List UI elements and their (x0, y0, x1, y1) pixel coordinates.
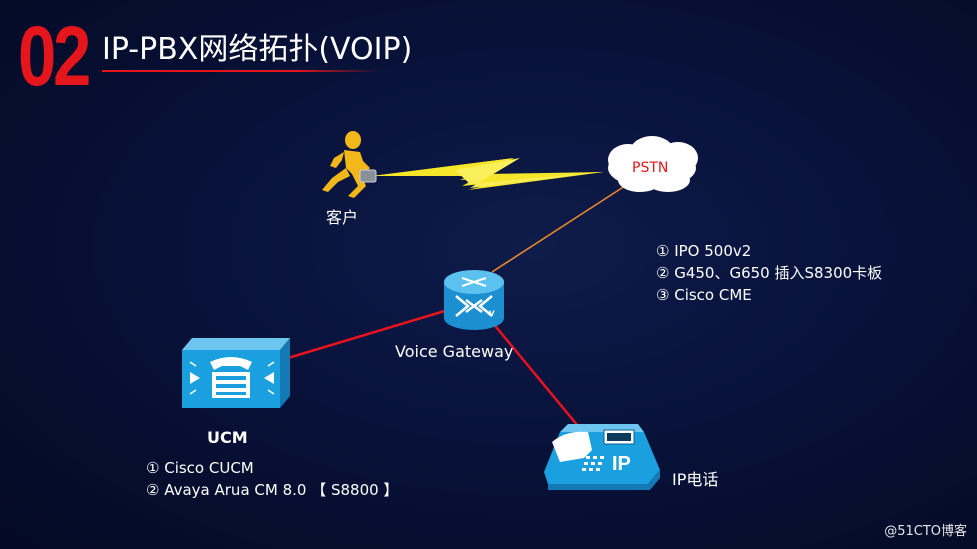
pstn-cloud-icon (608, 136, 698, 192)
voice-gateway-label: Voice Gateway (395, 342, 514, 361)
pstn-option-item: ③ Cisco CME (656, 286, 752, 304)
ucm-options-list: ① Cisco CUCM ② Avaya Arua CM 8.0 【 S8800… (146, 457, 398, 501)
ip-phone-icon: IP (544, 424, 660, 490)
link-gateway-ucm (287, 308, 449, 360)
pstn-option-item: ① IPO 500v2 (656, 242, 752, 260)
ucm-server-icon (182, 338, 290, 408)
svg-text:IP: IP (612, 453, 631, 475)
slide-title: IP-PBX网络拓扑(VOIP) (102, 32, 413, 67)
link-gateway-ipphone (491, 321, 579, 427)
pstn-option-item: ② G450、G650 插入S8300卡板 (656, 264, 883, 282)
ucm-label: UCM (207, 428, 248, 447)
ucm-option-item: ① Cisco CUCM (146, 459, 254, 477)
pstn-options-list: ① IPO 500v2 ② G450、G650 插入S8300卡板 ③ Cisc… (656, 240, 882, 306)
ip-phone-label: IP电话 (672, 470, 719, 489)
customer-label: 客户 (326, 208, 359, 227)
lightning-bolt-icon (372, 158, 604, 190)
title-underline (102, 70, 380, 72)
customer-person-icon (322, 131, 377, 198)
pstn-label: PSTN (632, 160, 669, 176)
voice-gateway-router-icon: v (444, 270, 504, 330)
svg-text:v: v (489, 308, 495, 319)
section-number: 02 (18, 9, 91, 103)
ucm-option-item: ② Avaya Arua CM 8.0 【 S8800 】 (146, 481, 399, 499)
watermark: @51CTO博客 (884, 524, 967, 539)
link-pstn-gateway (491, 183, 629, 273)
